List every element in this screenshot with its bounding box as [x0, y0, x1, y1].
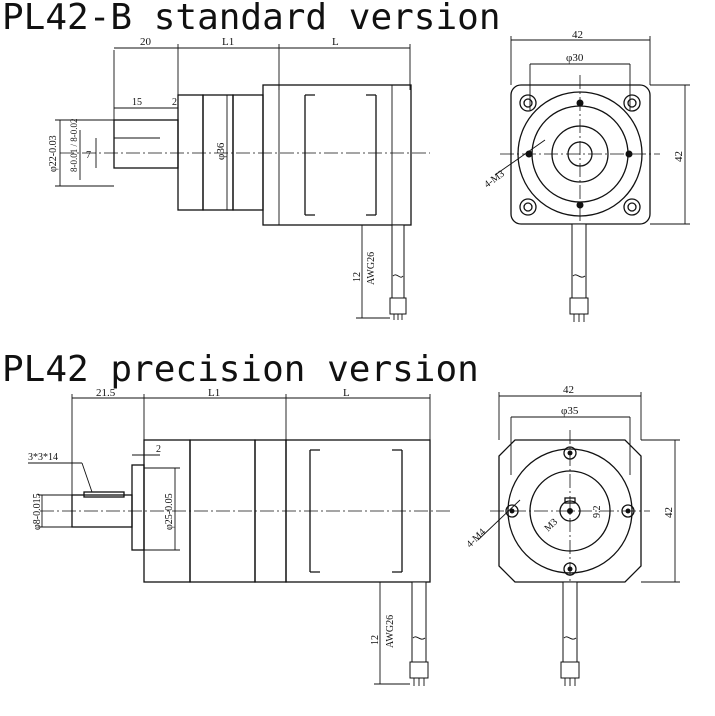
dim-7-label: 7: [86, 150, 91, 161]
standard-version-title: PL42-B standard version: [2, 0, 501, 38]
front-dim-42-height: 42: [673, 151, 685, 162]
dim-15-label: 15: [132, 97, 142, 108]
dim-25-label: φ25-0.05: [164, 493, 175, 530]
key-label: 3*3*14: [28, 452, 58, 463]
dim-2-label-2: 2: [156, 444, 161, 455]
front-dim-30: φ30: [566, 52, 584, 64]
precision-side-view: 21.5 L1 L 3*3*14 2: [28, 387, 450, 686]
cable-awg-label: AWG26: [366, 252, 377, 285]
dim-l-label: L: [332, 36, 339, 48]
dim-l-label-2: L: [343, 387, 350, 399]
dim-2-label: 2: [172, 97, 177, 108]
dim-9-2-label: 9.2: [592, 506, 603, 519]
front-dim-35: φ35: [561, 405, 579, 417]
dim-shaft-dia-label-2: φ8-0.015: [32, 493, 43, 530]
front-dim-42-width-2: 42: [563, 384, 574, 396]
dim-shaft-8-label: 8-0.01 / 8-0.02: [69, 119, 79, 173]
standard-front-view: 42 φ30 42 4-M3: [482, 29, 690, 322]
dim-l1-label: L1: [222, 36, 234, 48]
dim-21-5-label: 21.5: [96, 387, 116, 399]
dim-36-label: φ36: [215, 142, 227, 160]
cable-awg-label-2: AWG26: [385, 615, 396, 648]
center-screw-label: M3: [542, 517, 560, 535]
front-screw-label: 4-M3: [482, 168, 506, 190]
front-screw-label-2: 4-M4: [464, 527, 488, 550]
precision-version-title: PL42 precision version: [2, 349, 479, 390]
standard-side-view: 20 L1 L 15 2 φ36: [48, 36, 430, 320]
cable-length-label-2: 12: [370, 635, 381, 645]
cable-length-label: 12: [352, 272, 363, 282]
dim-l1-label-2: L1: [208, 387, 220, 399]
dim-20-label: 20: [140, 36, 152, 48]
dim-shaft-dia-label: φ22-0.03: [48, 135, 59, 172]
precision-front-view: 42 φ35 42 4-M4 M3 9.2: [464, 384, 680, 686]
front-dim-42-height-2: 42: [663, 507, 675, 518]
front-dim-42-width: 42: [572, 29, 583, 41]
